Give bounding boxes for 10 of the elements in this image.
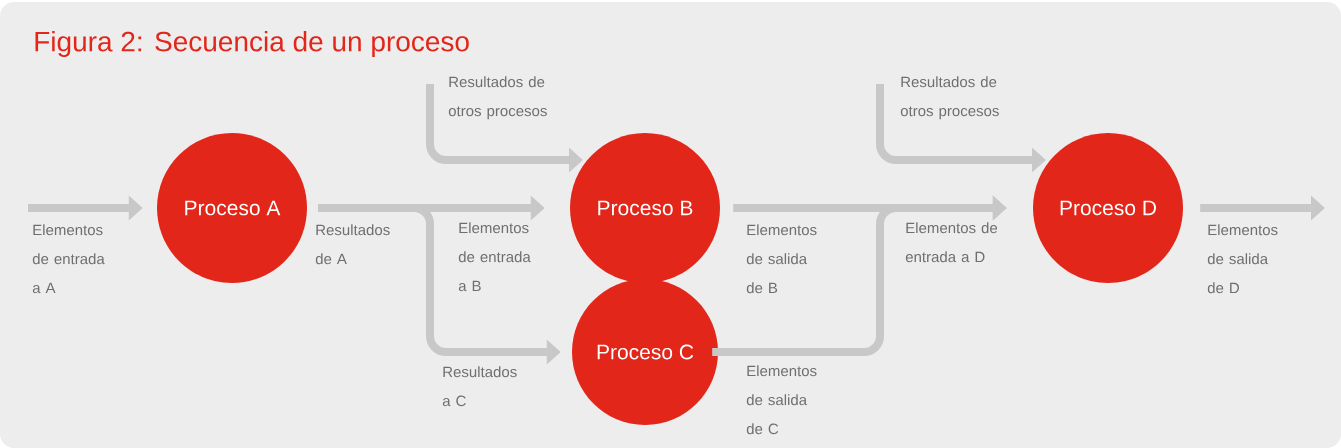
- flow-label: Elementos de entrada a D: [905, 222, 998, 263]
- input-text: Resultados de otros procesos: [900, 76, 999, 120]
- edge-label: Elementos de salida de C: [746, 365, 817, 435]
- edge-label: Elementos de entrada a B: [458, 222, 531, 292]
- title: Figura 2: Secuencia de un proceso: [35, 30, 469, 58]
- edge-label: Resultados a C: [442, 366, 517, 407]
- edge-label: Elementos de entrada a A: [32, 224, 105, 294]
- input-text: Resultados de otros procesos: [448, 76, 547, 120]
- edge-label: Elementos de salida de B: [746, 224, 817, 294]
- edge-label: Elementos de salida de D: [1207, 224, 1278, 294]
